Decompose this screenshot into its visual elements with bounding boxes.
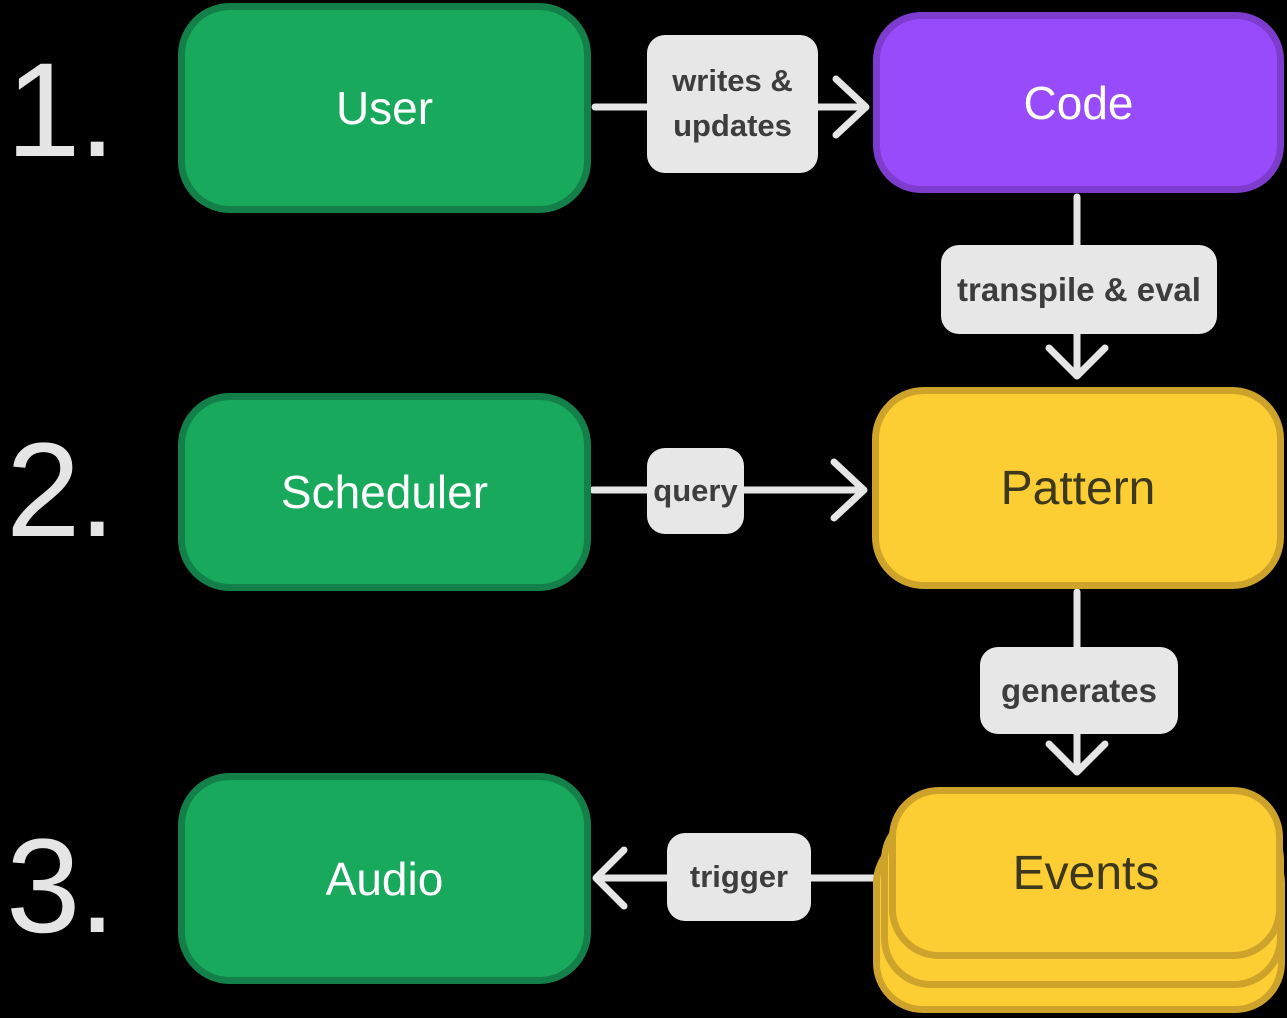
step-number-3: 3. — [6, 812, 116, 961]
node-user-label: User — [335, 82, 434, 134]
node-scheduler-label: Scheduler — [280, 466, 489, 518]
node-audio: Audio — [178, 773, 591, 984]
node-code: Code — [873, 12, 1284, 193]
edge-label-generates: generates — [980, 647, 1178, 734]
node-code-label: Code — [1023, 76, 1134, 129]
node-events: Events — [889, 787, 1283, 959]
edge-label-writes-updates: writes & updates — [647, 35, 818, 173]
step-number-2: 2. — [6, 416, 116, 565]
edge-label-transpile-eval: transpile & eval — [941, 245, 1217, 334]
step-number-1: 1. — [6, 36, 116, 185]
node-audio-label: Audio — [325, 852, 444, 905]
edge-label-query: query — [647, 448, 744, 534]
node-events-label: Events — [1012, 846, 1160, 900]
node-pattern: Pattern — [872, 387, 1284, 589]
node-pattern-label: Pattern — [1000, 461, 1156, 515]
edge-label-trigger: trigger — [667, 833, 811, 921]
node-scheduler: Scheduler — [178, 393, 591, 591]
node-user: User — [178, 3, 591, 213]
